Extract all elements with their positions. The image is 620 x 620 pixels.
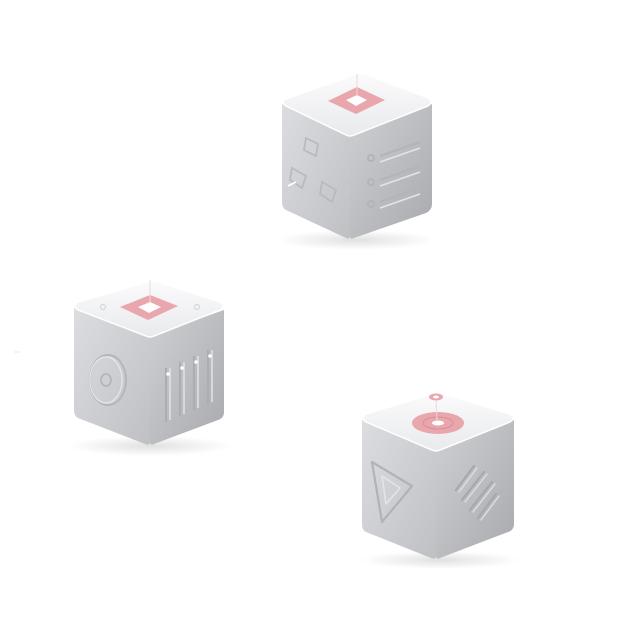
cube-right-face	[350, 104, 432, 239]
diamond-in-square-icon	[328, 74, 385, 114]
left-cube	[68, 280, 232, 456]
right-cube	[360, 392, 520, 569]
circle-target-icon	[89, 354, 127, 406]
cube-left-face	[282, 104, 350, 239]
triangle-outline-icon	[370, 460, 414, 524]
diamond-in-square-icon	[100, 280, 200, 320]
cube-shadow	[276, 230, 436, 250]
cube-shadow	[68, 436, 232, 456]
top-cube	[276, 72, 436, 250]
triangle-of-circles-icon	[287, 136, 338, 204]
ring-icon	[412, 393, 464, 434]
cube-left-face	[74, 308, 150, 445]
cube-right-face	[150, 310, 224, 445]
list-lines-icon	[367, 141, 421, 209]
diagonal-bars-icon	[454, 464, 500, 521]
vertical-bars-icon	[165, 350, 213, 422]
cube-shadow	[360, 551, 520, 569]
